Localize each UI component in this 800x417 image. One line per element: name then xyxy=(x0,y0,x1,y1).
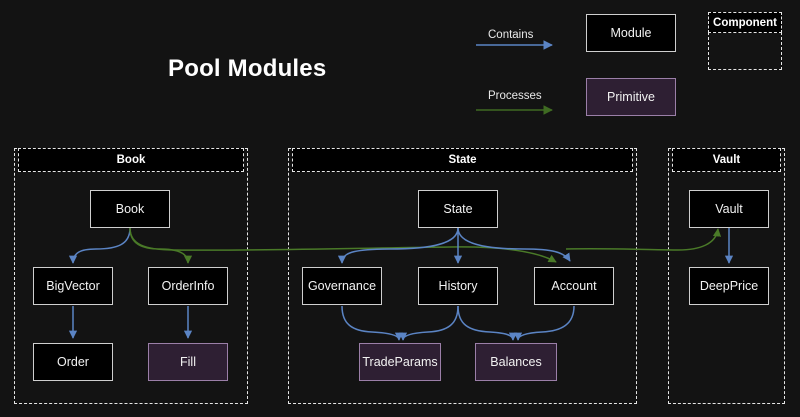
node-history[interactable]: History xyxy=(418,267,498,305)
diagram-title: Pool Modules xyxy=(168,55,327,82)
legend-component-label: Component xyxy=(708,12,782,33)
node-state[interactable]: State xyxy=(418,190,498,228)
component-panel-vault-label: Vault xyxy=(672,148,781,172)
node-balances[interactable]: Balances xyxy=(475,343,557,381)
component-panel-state-label: State xyxy=(292,148,633,172)
node-bigvector[interactable]: BigVector xyxy=(33,267,113,305)
node-tradeparams[interactable]: TradeParams xyxy=(359,343,441,381)
node-deepprice[interactable]: DeepPrice xyxy=(689,267,769,305)
node-account[interactable]: Account xyxy=(534,267,614,305)
node-governance[interactable]: Governance xyxy=(302,267,382,305)
node-vault[interactable]: Vault xyxy=(689,190,769,228)
legend-processes-label: Processes xyxy=(488,90,542,102)
legend-contains-label: Contains xyxy=(488,29,534,41)
node-book[interactable]: Book xyxy=(90,190,170,228)
legend-module-box: Module xyxy=(586,14,676,52)
node-orderinfo[interactable]: OrderInfo xyxy=(148,267,228,305)
node-order[interactable]: Order xyxy=(33,343,113,381)
legend-primitive-box: Primitive xyxy=(586,78,676,116)
node-fill[interactable]: Fill xyxy=(148,343,228,381)
component-panel-book-label: Book xyxy=(18,148,244,172)
